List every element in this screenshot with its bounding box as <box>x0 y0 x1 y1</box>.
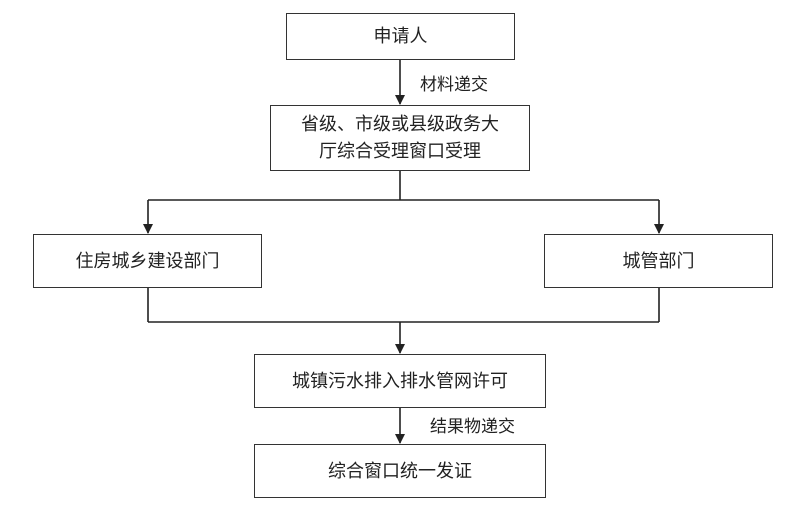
node-urban-mgmt-dept: 城管部门 <box>544 234 773 288</box>
node-window-accept: 省级、市级或县级政务大 厅综合受理窗口受理 <box>270 105 530 171</box>
node-issue: 综合窗口统一发证 <box>254 444 546 498</box>
node-housing-dept: 住房城乡建设部门 <box>33 234 262 288</box>
edge-label-submit-materials: 材料递交 <box>420 75 488 95</box>
node-applicant-text: 申请人 <box>373 26 428 47</box>
node-window-accept-line2: 厅综合受理窗口受理 <box>319 141 481 162</box>
node-permit: 城镇污水排入排水管网许可 <box>254 354 546 408</box>
node-housing-dept-text: 住房城乡建设部门 <box>75 250 220 272</box>
node-urban-mgmt-dept-text: 城管部门 <box>622 250 695 272</box>
node-window-accept-line1: 省级、市级或县级政务大 <box>301 114 499 135</box>
edge-label-deliver-results: 结果物递交 <box>430 417 515 437</box>
node-issue-text: 综合窗口统一发证 <box>328 460 472 482</box>
node-applicant: 申请人 <box>286 13 515 60</box>
node-permit-text: 城镇污水排入排水管网许可 <box>292 370 508 392</box>
